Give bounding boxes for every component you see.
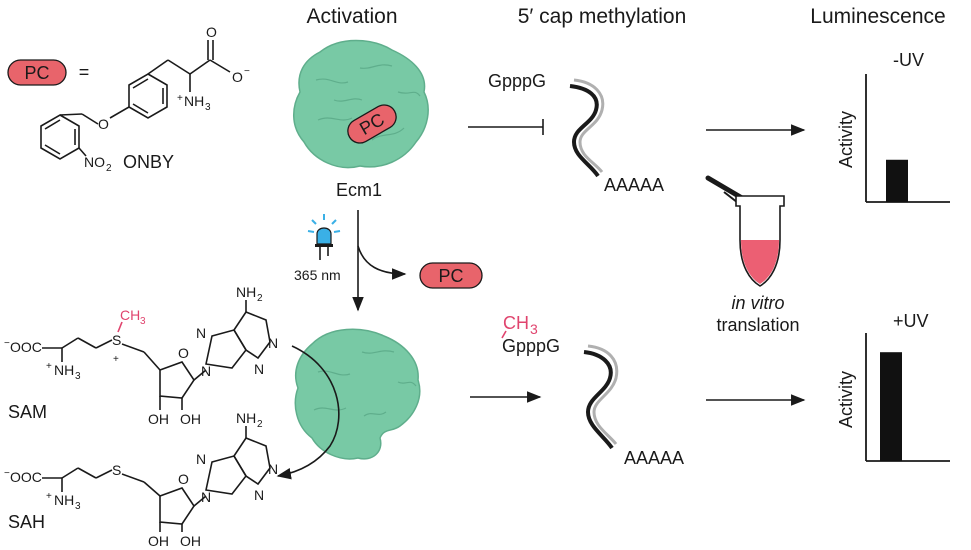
sah-sulfur: S (112, 462, 121, 478)
equals-sign: = (79, 62, 90, 82)
chart-plus-uv: +UV Activity (836, 311, 950, 462)
sam-methyl: CH (120, 307, 140, 323)
sah-n1: N (268, 461, 278, 477)
chart-top-bar (886, 159, 908, 202)
onby-carbonyl-o: O (206, 24, 217, 40)
sah-n7: N (196, 451, 206, 467)
header-activation: Activation (306, 5, 397, 28)
onby-amine-sub: 3 (205, 102, 211, 113)
onby-nitro: NO (84, 154, 105, 170)
sam-structure: − OOC + NH 3 S + CH 3 O OH OH N N N N NH… (4, 284, 278, 427)
translation-line2: translation (716, 315, 799, 335)
pc-pill-label: PC (24, 63, 49, 83)
pc-legend: PC = (7, 59, 90, 86)
tube-icon (705, 175, 785, 287)
sah-amine-sub: 3 (75, 501, 81, 512)
sam-nh2: NH (236, 284, 256, 300)
pc-pill (7, 59, 67, 86)
uv-wavelength: 365 nm (294, 267, 341, 283)
cap-top: GpppG (488, 71, 546, 91)
chart-top-label: -UV (893, 50, 924, 70)
sam-n3: N (254, 361, 264, 377)
sah-oh-2: OH (180, 533, 201, 549)
uv-light-icon (307, 214, 341, 260)
sah-oh-1: OH (148, 533, 169, 549)
sam-sulfur: S (112, 332, 121, 348)
header-luminescence: Luminescence (810, 5, 945, 28)
sam-to-sah-arrow (276, 345, 340, 480)
sah-n9: N (201, 489, 211, 505)
enzyme-caged: PC Ecm1 (293, 39, 429, 200)
onby-nitro-sub: 2 (106, 163, 112, 174)
onby-structure: O O − + NH 3 O NO 2 ONBY (40, 24, 250, 174)
onby-amine-charge: + (177, 93, 183, 104)
mrna-top (569, 78, 605, 178)
pc-on-enzyme: PC (347, 104, 397, 144)
sam-n7: N (196, 325, 206, 341)
onby-carboxylate-o: O (232, 69, 243, 85)
sam-n9: N (201, 363, 211, 379)
sah-coo: OOC (10, 469, 42, 485)
pc-release-arrow (357, 245, 407, 280)
sah-nh2: NH (236, 410, 256, 426)
enzyme-name: Ecm1 (336, 180, 382, 200)
sah-amine: NH (54, 492, 74, 508)
sah-n3: N (254, 487, 264, 503)
sam-amine: NH (54, 362, 74, 378)
sam-coo-charge: − (4, 338, 10, 349)
sah-name: SAH (8, 512, 45, 532)
pc-released-label: PC (438, 266, 463, 286)
sam-ribose-o: O (178, 345, 189, 361)
mrna-bottom (583, 344, 619, 450)
methyl-group-sub: 3 (530, 321, 538, 337)
sam-oh-2: OH (180, 411, 201, 427)
sah-coo-charge: − (4, 468, 10, 479)
chart-minus-uv: -UV Activity (836, 50, 950, 203)
sam-amine-sub: 3 (75, 371, 81, 382)
chart-bottom-label: +UV (893, 311, 929, 331)
pc-released: PC (419, 262, 483, 289)
sam-n1: N (268, 335, 278, 351)
onby-carboxylate-charge: − (244, 66, 250, 77)
poly-a-bottom: AAAAA (624, 448, 684, 468)
sah-nh2-sub: 2 (257, 419, 263, 430)
cap-bottom: GpppG (502, 336, 560, 356)
sam-oh-1: OH (148, 411, 169, 427)
sam-nh2-sub: 2 (257, 293, 263, 304)
poly-a-top: AAAAA (604, 175, 664, 195)
onby-amine: NH (184, 93, 204, 109)
sam-amine-charge: + (46, 361, 52, 372)
chart-top-ylabel: Activity (836, 111, 856, 168)
sah-ribose-o: O (178, 471, 189, 487)
onby-ether-o: O (98, 116, 109, 132)
enzyme-active (294, 328, 421, 460)
sam-name: SAM (8, 402, 47, 422)
header-methylation: 5′ cap methylation (518, 5, 687, 28)
sam-methyl-sub: 3 (140, 316, 146, 327)
sah-structure: − OOC + NH 3 S O OH OH N N N N NH 2 SAH (4, 410, 278, 549)
methyl-group-text: CH (503, 313, 529, 333)
chart-bottom-bar (880, 352, 902, 461)
translation-line1: in vitro (731, 293, 784, 313)
sam-sulfur-charge: + (113, 354, 119, 365)
chart-bottom-ylabel: Activity (836, 371, 856, 428)
sam-coo: OOC (10, 339, 42, 355)
sah-amine-charge: + (46, 491, 52, 502)
onby-name: ONBY (123, 152, 174, 172)
